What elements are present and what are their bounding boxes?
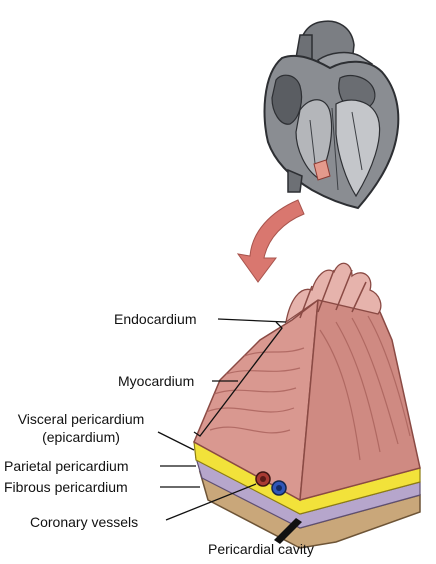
coronary-vein-lumen <box>276 485 282 491</box>
label-endocardium: Endocardium <box>114 311 197 327</box>
label-fibrous-pericardium: Fibrous pericardium <box>4 479 128 495</box>
label-visceral-pericardium: Visceral pericardium <box>17 411 145 427</box>
pointer-pericardial-cavity <box>274 518 302 544</box>
label-parietal-pericardium: Parietal pericardium <box>4 458 129 474</box>
bracket-myocardium <box>193 321 283 437</box>
zoom-arrow <box>236 199 305 283</box>
highlighted-wall-segment <box>313 159 331 181</box>
myocardium-right-face <box>299 299 421 502</box>
heart-illustration <box>263 20 400 210</box>
tissue-block <box>193 262 421 549</box>
leader-visceral <box>157 431 195 451</box>
leader-coronary <box>165 483 257 521</box>
label-epicardium: (epicardium) <box>42 429 120 445</box>
label-coronary-vessels: Coronary vessels <box>30 514 139 530</box>
muscle-fibre-texture <box>205 315 411 461</box>
leader-endocardium <box>217 318 287 323</box>
label-myocardium: Myocardium <box>118 373 195 389</box>
inferior-vena-cava <box>287 168 303 193</box>
coronary-artery-lumen <box>260 476 266 482</box>
endocardium-columns <box>299 269 367 319</box>
right-ventricle <box>295 99 333 179</box>
leader-lines <box>157 318 287 521</box>
label-pericardial-cavity: Pericardial cavity <box>208 541 314 557</box>
